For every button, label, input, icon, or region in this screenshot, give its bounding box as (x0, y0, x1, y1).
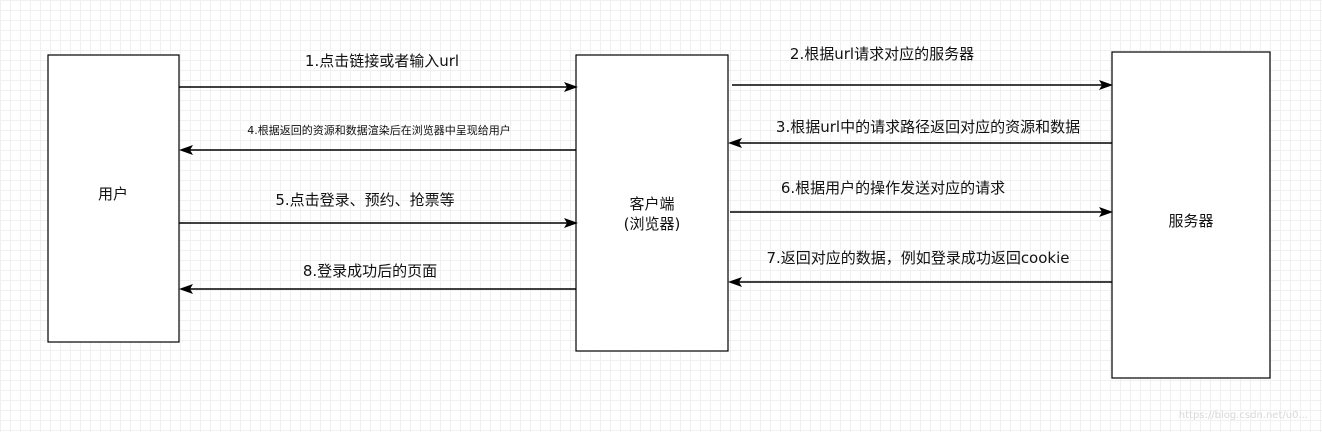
client-label-line1: 客户端 (629, 195, 674, 213)
client-label-line2: (浏览器) (624, 215, 681, 233)
message-label-6: 6.根据用户的操作发送对应的请求 (781, 179, 1005, 197)
arrow-msg-3 (728, 138, 1112, 148)
user-box (47, 54, 180, 343)
arrow-msg-1 (179, 82, 578, 92)
arrow-head (564, 218, 578, 228)
arrow-head (179, 284, 193, 294)
client-node: 客户端 (浏览器) (575, 54, 729, 352)
arrow-msg-2 (732, 80, 1113, 90)
message-label-2: 2.根据url请求对应的服务器 (790, 45, 974, 63)
message-label-5: 5.点击登录、预约、抢票等 (275, 191, 454, 209)
server-box (1111, 51, 1271, 379)
message-label-1: 1.点击链接或者输入url (305, 52, 459, 70)
arrow-head (728, 277, 742, 287)
arrow-head (564, 82, 578, 92)
message-label-4: 4.根据返回的资源和数据渲染后在浏览器中呈现给用户 (247, 123, 511, 137)
arrow-head (1099, 80, 1113, 90)
user-node: 用户 (47, 54, 180, 343)
message-label-7: 7.返回对应的数据，例如登录成功返回cookie (767, 249, 1070, 267)
server-node: 服务器 (1111, 51, 1271, 379)
message-label-3: 3.根据url中的请求路径返回对应的资源和数据 (776, 118, 1080, 136)
arrow-head (179, 145, 193, 155)
arrow-msg-8 (179, 284, 576, 294)
arrow-msg-4 (179, 145, 576, 155)
arrow-head (1099, 207, 1113, 217)
arrow-head (728, 138, 742, 148)
client-box (575, 54, 729, 352)
arrow-msg-6 (730, 207, 1113, 217)
user-label: 用户 (98, 185, 128, 203)
server-label: 服务器 (1168, 212, 1213, 230)
arrow-msg-5 (179, 218, 578, 228)
arrow-msg-7 (728, 277, 1112, 287)
message-label-8: 8.登录成功后的页面 (303, 262, 437, 280)
watermark-text: https://blog.csdn.net/u0... (1179, 410, 1308, 421)
